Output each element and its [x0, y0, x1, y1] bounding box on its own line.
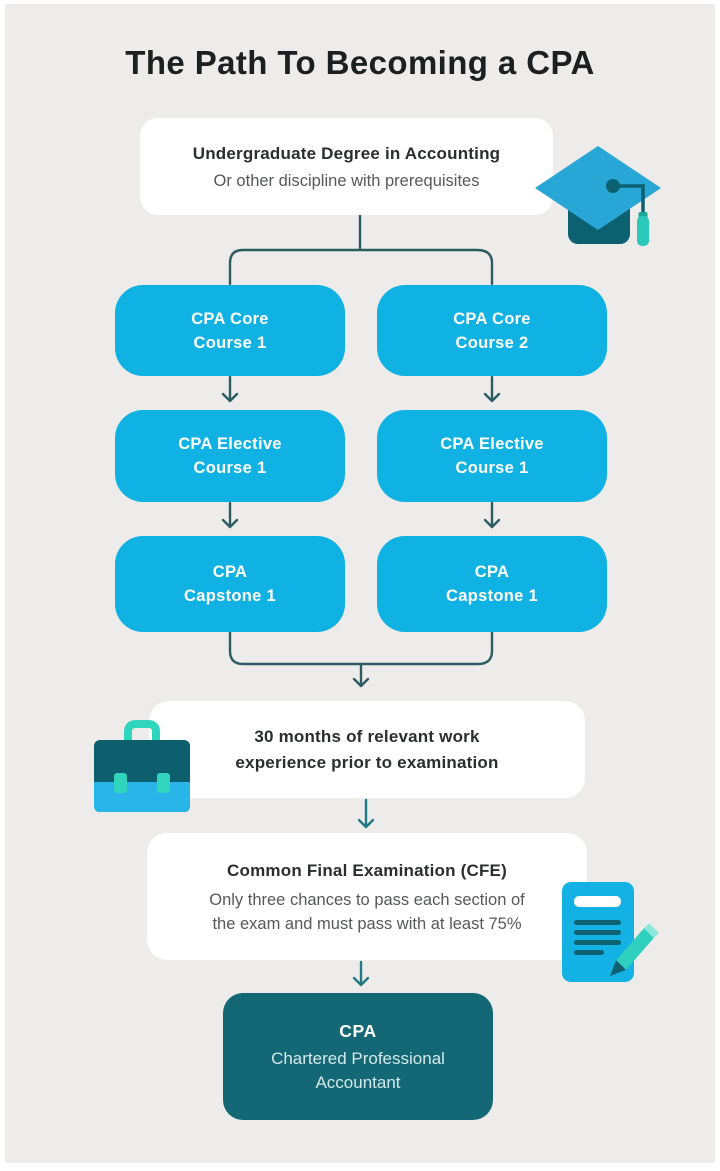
node-label-line: Course 1 [193, 333, 267, 352]
page-title: The Path To Becoming a CPA [125, 44, 595, 81]
node-cpa-elective-course-1-right: CPA Elective Course 1 [377, 410, 607, 502]
node-cpa-capstone-1-left: CPA Capstone 1 [115, 536, 345, 632]
node-cpa-core-course-1: CPA Core Course 1 [115, 285, 345, 376]
node-work-experience: 30 months of relevant work experience pr… [149, 701, 585, 798]
undergrad-title: Undergraduate Degree in Accounting [192, 143, 501, 163]
cfe-body-line-2: the exam and must pass with at least 75% [212, 914, 522, 933]
cpa-subtitle: Chartered Professional Accountant [271, 1047, 445, 1095]
node-label-line: CPA [212, 563, 248, 581]
cpa-title: CPA [339, 1021, 377, 1041]
cpa-subtitle-line-1: Chartered Professional [271, 1049, 445, 1068]
node-label-line: CPA Elective [440, 435, 544, 453]
work-line-1: 30 months of relevant work [254, 726, 480, 746]
node-common-final-examination: Common Final Examination (CFE) Only thre… [147, 833, 587, 960]
node-label-line: CPA [474, 563, 510, 581]
node-label-line: Capstone 1 [184, 587, 276, 605]
node-cpa-capstone-1-right: CPA Capstone 1 [377, 536, 607, 632]
cfe-body: Only three chances to pass each section … [209, 888, 525, 936]
cfe-body-line-1: Only three chances to pass each section … [209, 890, 525, 909]
cpa-subtitle-line-2: Accountant [315, 1073, 401, 1092]
work-line-2: experience prior to examination [235, 752, 499, 772]
node-cpa-elective-course-1-left: CPA Elective Course 1 [115, 410, 345, 502]
node-label-line: Course 2 [455, 333, 529, 352]
node-undergraduate-degree: Undergraduate Degree in Accounting Or ot… [140, 118, 553, 215]
node-cpa-core-course-2: CPA Core Course 2 [377, 285, 607, 376]
node-label-line: CPA Elective [178, 435, 282, 453]
node-label-line: CPA Core [191, 309, 269, 328]
node-label-line: Course 1 [193, 459, 267, 477]
node-cpa-designation: CPA Chartered Professional Accountant [223, 993, 493, 1120]
graduation-cap-icon [535, 146, 661, 246]
node-label-line: Course 1 [455, 459, 529, 477]
briefcase-icon [94, 720, 190, 812]
node-label-line: Capstone 1 [446, 587, 538, 605]
exam-paper-pencil-icon [562, 882, 659, 982]
node-label-line: CPA Core [453, 309, 531, 328]
cfe-title: Common Final Examination (CFE) [227, 860, 507, 880]
undergrad-subtitle: Or other discipline with prerequisites [213, 171, 480, 190]
